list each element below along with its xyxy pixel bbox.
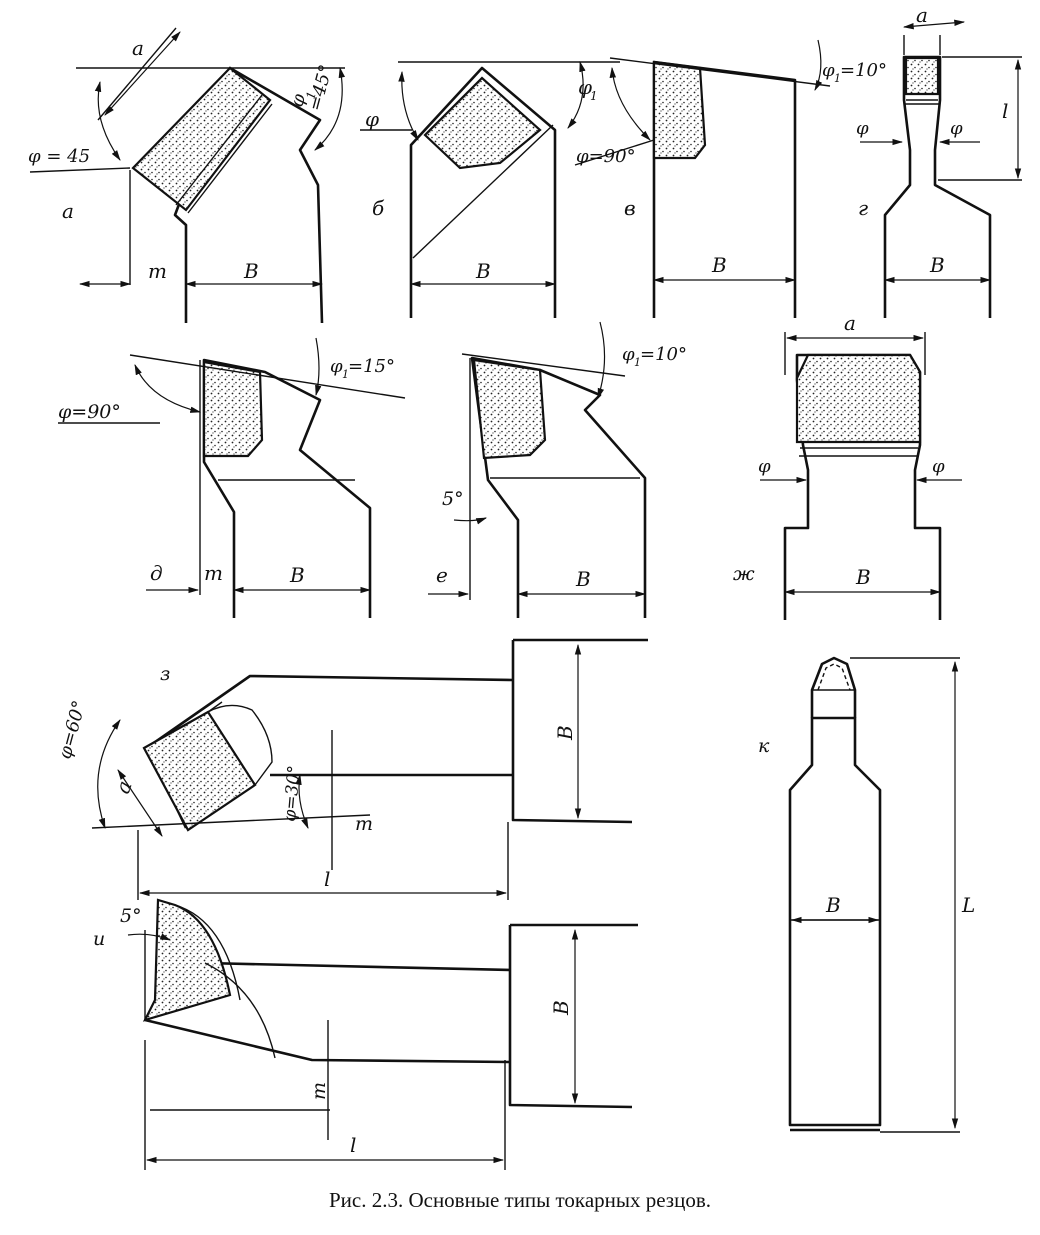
dim-a-phi: φ = 45	[28, 146, 90, 167]
figure-caption: Рис. 2.3. Основные типы токарных резцов.	[328, 1188, 712, 1212]
dim-e-angle: 5°	[442, 488, 464, 510]
dim-e-phi1-sub: 1	[634, 356, 641, 369]
dim-b-phi1: φ	[578, 75, 592, 99]
label-g: г	[858, 196, 868, 220]
dim-z-phi: φ=60°	[55, 698, 91, 761]
dim-i-m: m	[308, 1082, 330, 1100]
label-d: д	[150, 561, 163, 585]
dim-v-phi1: φ	[822, 60, 835, 81]
dim-v-phi: φ=90°	[576, 146, 636, 167]
dim-g-a: a	[916, 3, 928, 27]
label-z: з	[160, 663, 170, 685]
dim-i-B: B	[549, 1000, 573, 1016]
label-e: е	[436, 563, 448, 587]
tool-a: а m B a φ = 45 φ 1 =45°	[28, 27, 346, 324]
label-a: а	[62, 199, 74, 223]
dim-g-phi1-left: φ	[856, 118, 869, 139]
dim-a-phi1-val: =45°	[305, 62, 337, 113]
label-k: к	[758, 735, 770, 757]
dim-a-B: B	[243, 259, 259, 283]
dim-v-phi1-sub: 1	[834, 72, 841, 85]
dim-d-m: m	[204, 561, 223, 585]
tool-k: к B L	[758, 656, 975, 1133]
dim-z-m: m	[355, 813, 373, 835]
dim-z-l: l	[324, 867, 330, 891]
label-v: в	[624, 196, 636, 220]
dim-z-B: B	[553, 725, 577, 741]
insert-a	[131, 66, 272, 212]
dim-k-B: B	[825, 893, 841, 917]
dim-z-a: a	[110, 777, 137, 796]
dim-zh-B: B	[855, 565, 871, 589]
insert-g	[904, 56, 940, 96]
insert-zh	[795, 353, 922, 444]
dim-g-B: B	[929, 253, 945, 277]
tool-i: и 5° B m l	[93, 898, 638, 1170]
label-zh: ж	[733, 563, 755, 585]
tool-z: з B l a m φ=60° φ=30°	[55, 638, 648, 900]
dim-b-B: B	[475, 259, 491, 283]
dim-i-l: l	[350, 1133, 356, 1157]
dim-d-phi: φ=90°	[58, 401, 121, 423]
tool-g: г a l B φ φ	[856, 3, 1022, 318]
dim-v-phi1-val: =10°	[840, 60, 887, 81]
dim-d-phi1-sub: 1	[342, 368, 349, 381]
dim-a-m: m	[148, 259, 167, 283]
dim-i-angle: 5°	[120, 905, 142, 927]
dim-zh-phi1-right: φ	[932, 456, 945, 477]
insert-i	[142, 898, 232, 1022]
dim-a-phi1: φ	[287, 91, 311, 109]
dim-e-B: B	[575, 567, 591, 591]
dim-g-phi1-right: φ	[950, 118, 963, 139]
dim-d-phi1-val: =15°	[348, 356, 395, 377]
dim-a-a: a	[132, 36, 144, 60]
dim-e-phi1-val: =10°	[640, 344, 687, 365]
dim-a-phi1-sub: 1	[303, 90, 319, 101]
dim-b-phi: φ	[365, 107, 379, 131]
dim-g-l: l	[1002, 99, 1008, 123]
label-i: и	[93, 928, 105, 950]
insert-b	[423, 76, 542, 170]
dim-b-phi1-sub: 1	[590, 89, 598, 103]
tool-b: б B φ φ 1	[360, 60, 620, 318]
tool-d: д m B φ=90° φ 1 =15°	[58, 337, 406, 618]
insert-v	[652, 60, 707, 160]
dim-k-L: L	[961, 893, 975, 917]
tool-e: е B 5° φ 1 =10°	[428, 321, 687, 618]
dim-e-phi1: φ	[622, 344, 635, 365]
tool-zh: ж a B φ φ	[733, 311, 962, 620]
dim-v-B: B	[711, 253, 727, 277]
dim-d-B: B	[289, 563, 305, 587]
label-b: б	[372, 196, 385, 220]
dim-zh-phi1-left: φ	[758, 456, 771, 477]
tool-v: в B φ=90° φ 1 =10°	[574, 39, 887, 318]
insert-d	[202, 360, 264, 458]
insert-z	[142, 710, 257, 832]
dim-z-phi-m: φ=30°	[280, 765, 305, 823]
insert-e	[472, 358, 547, 460]
dim-d-phi1: φ	[330, 356, 343, 377]
dim-zh-a: a	[844, 311, 856, 335]
